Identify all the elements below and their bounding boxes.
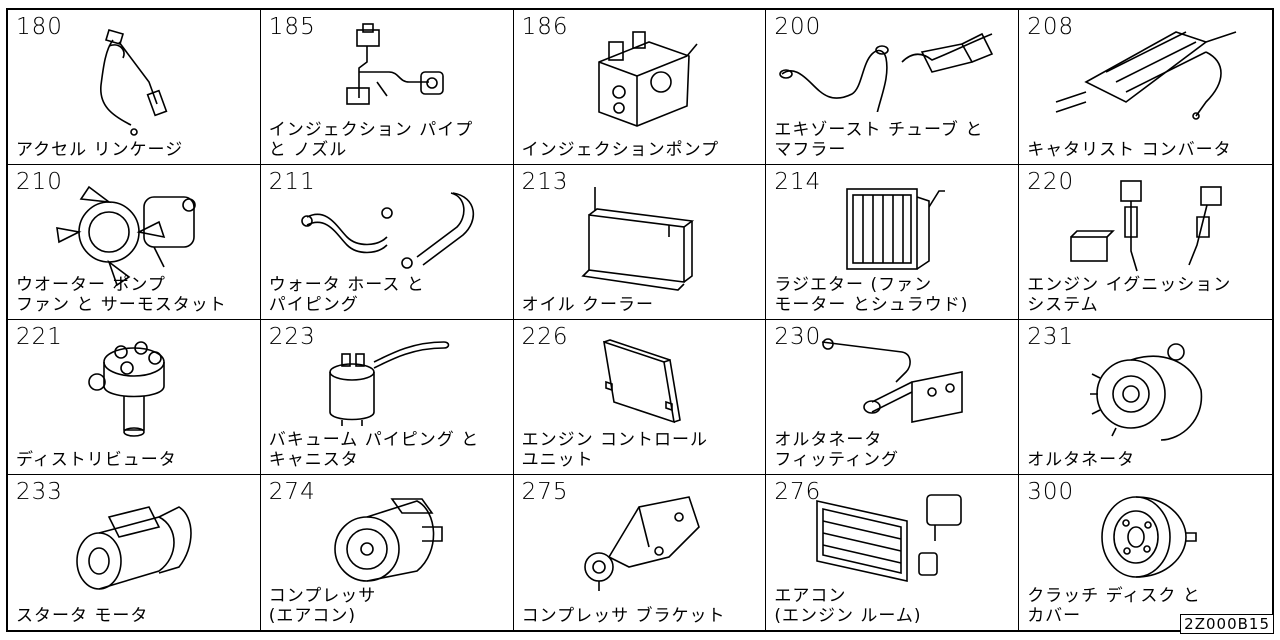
vacuum-canister-icon: [328, 341, 449, 426]
category-number: 231: [1027, 324, 1075, 350]
category-cell-213[interactable]: 213 オイル クーラー: [513, 165, 767, 320]
category-label: エアコン (エンジン ルーム): [774, 586, 922, 626]
accelerator-linkage-icon: [99, 29, 168, 136]
diagram-code: 2Z000B15: [1180, 614, 1274, 634]
category-label: オルタネータ フィッティング: [774, 430, 900, 470]
category-cell-185[interactable]: 185 インジェクション パイプ と ノズル: [260, 10, 514, 165]
oil-cooler-icon: [581, 187, 695, 291]
category-number: 300: [1027, 479, 1075, 505]
category-label: エンジン コントロール ユニット: [521, 430, 708, 470]
category-number: 274: [268, 479, 316, 505]
injection-pipe-icon: [345, 23, 444, 105]
compressor-bracket-icon: [584, 496, 701, 591]
injection-pump-icon: [598, 31, 699, 127]
radiator-icon: [846, 188, 946, 270]
category-number: 185: [268, 14, 316, 40]
alternator-fitting-icon: [822, 338, 964, 423]
category-number: 230: [774, 324, 822, 350]
starter-motor-icon: [76, 506, 192, 590]
category-cell-214[interactable]: 214 ラジエター (ファン モーター とシュラウド): [766, 165, 1020, 320]
category-label: コンプレッサ ブラケット: [521, 606, 726, 626]
category-number: 186: [521, 14, 569, 40]
category-cell-211[interactable]: 211 ウォータ ホース と パイピング: [260, 165, 514, 320]
ac-condenser-icon: [816, 494, 963, 582]
category-label: ラジエター (ファン モーター とシュラウド): [774, 275, 969, 315]
category-number: 276: [774, 479, 822, 505]
category-number: 233: [16, 479, 63, 505]
catalytic-converter-icon: [1055, 31, 1236, 120]
water-hose-icon: [300, 192, 474, 269]
category-cell-223[interactable]: 223 バキューム パイピング と キャニスタ: [260, 320, 514, 475]
category-number: 275: [521, 479, 569, 505]
category-cell-180[interactable]: 180 アクセル リンケージ: [8, 10, 261, 165]
distributor-icon: [88, 341, 165, 437]
category-cell-274[interactable]: 274 コンプレッサ (エアコン): [261, 475, 514, 630]
exhaust-muffler-icon: [779, 32, 994, 112]
water-pump-icon: [55, 185, 196, 287]
category-cell-200[interactable]: 200 エキゾースト チューブ と マフラー: [766, 10, 1020, 165]
category-cell-221[interactable]: 221 ディストリビュータ: [8, 320, 261, 475]
category-label: インジェクション パイプ と ノズル: [268, 120, 474, 160]
alternator-icon: [1089, 343, 1202, 441]
category-number: 223: [268, 324, 316, 350]
category-label: アクセル リンケージ: [16, 140, 184, 160]
category-label: バキューム パイピング と キャニスタ: [268, 430, 480, 470]
category-cell-220[interactable]: 220 エンジン イグニッション システム: [1019, 165, 1272, 320]
parts-category-grid: 180 アクセル リンケージ 185 インジェクション パイプ と ノズル 18…: [6, 8, 1274, 632]
category-number: 211: [268, 169, 316, 195]
category-label: クラッチ ディスク と カバー: [1027, 586, 1201, 626]
category-number: 210: [16, 169, 63, 195]
category-number: 221: [16, 324, 63, 350]
category-label: コンプレッサ (エアコン): [268, 586, 377, 626]
category-cell-233[interactable]: 233 スタータ モータ: [8, 475, 261, 630]
category-cell-208[interactable]: 208 キャタリスト コンバータ: [1019, 10, 1272, 165]
category-label: ウォータ ホース と パイピング: [268, 275, 425, 315]
category-label: エキゾースト チューブ と マフラー: [774, 120, 984, 160]
category-cell-230[interactable]: 230 オルタネータ フィッティング: [766, 320, 1020, 475]
category-number: 208: [1027, 14, 1075, 40]
category-cell-231[interactable]: 231 オルタネータ: [1019, 320, 1272, 475]
category-cell-210[interactable]: 210 ウオーター ポンプ ファン と サーモスタット: [8, 165, 261, 320]
clutch-disc-icon: [1100, 496, 1197, 578]
category-label: エンジン イグニッション システム: [1027, 275, 1232, 315]
category-number: 220: [1027, 169, 1075, 195]
category-label: インジェクションポンプ: [521, 140, 720, 160]
category-label: オイル クーラー: [521, 295, 654, 315]
category-label: オルタネータ: [1027, 450, 1136, 470]
category-label: キャタリスト コンバータ: [1027, 140, 1232, 160]
ac-compressor-icon: [333, 498, 443, 582]
category-cell-276[interactable]: 276 エアコン (エンジン ルーム): [766, 475, 1020, 630]
category-number: 213: [521, 169, 569, 195]
category-cell-300[interactable]: 300 クラッチ ディスク と カバー: [1019, 475, 1272, 630]
category-cell-186[interactable]: 186 インジェクションポンプ: [513, 10, 767, 165]
ignition-system-icon: [1069, 180, 1222, 272]
category-label: ディストリビュータ: [16, 450, 177, 470]
category-number: 226: [521, 324, 569, 350]
category-number: 214: [774, 169, 822, 195]
category-number: 180: [16, 14, 63, 40]
engine-control-unit-icon: [603, 339, 682, 424]
category-number: 200: [774, 14, 822, 40]
category-cell-226[interactable]: 226 エンジン コントロール ユニット: [513, 320, 767, 475]
category-label: スタータ モータ: [16, 606, 149, 626]
category-cell-275[interactable]: 275 コンプレッサ ブラケット: [514, 475, 767, 630]
category-label: ウオーター ポンプ ファン と サーモスタット: [16, 275, 227, 315]
